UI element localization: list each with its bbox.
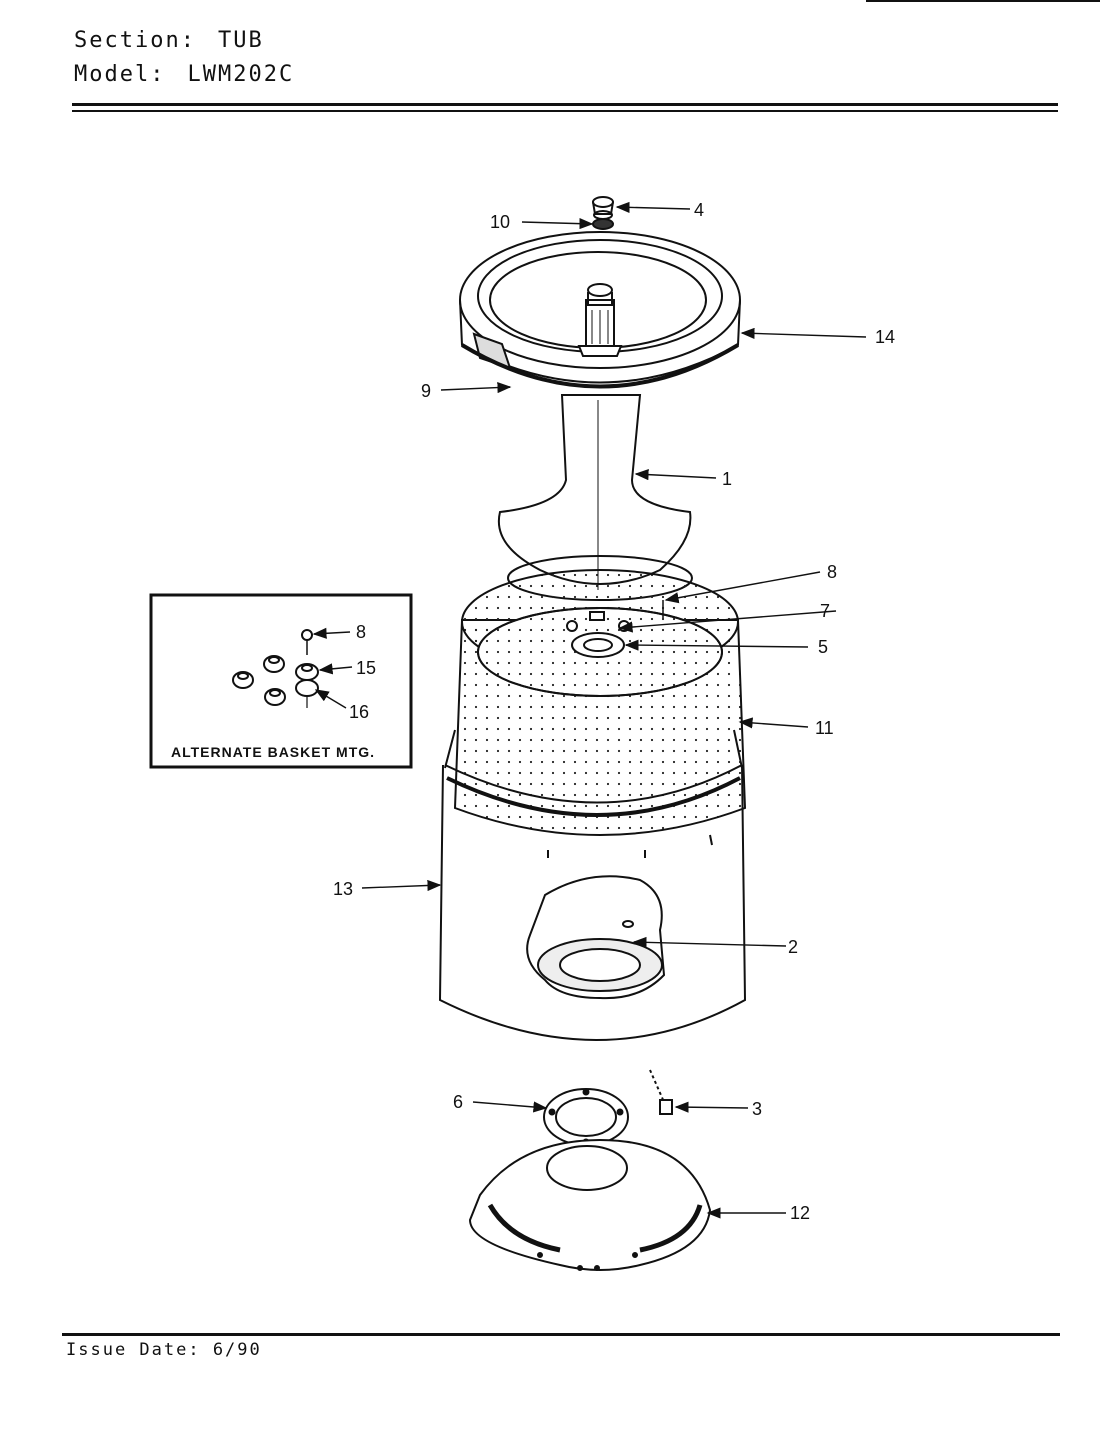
section-label: Section:	[74, 28, 196, 53]
callout-13: 13	[333, 879, 353, 899]
callout-labels: 4 10 14 9 1 8 7 5 11 13 2 6 3 12	[333, 200, 895, 1223]
section-heading: Section: TUB	[74, 28, 264, 53]
alternate-basket-inset: 8 15 16 ALTERNATE BASKET MTG.	[149, 593, 413, 769]
part-4-cap	[592, 196, 614, 220]
inset-callout-15: 15	[356, 658, 376, 678]
callout-1: 1	[722, 469, 732, 489]
inset-callout-8: 8	[356, 622, 366, 642]
callout-9: 9	[421, 381, 431, 401]
footer-rule	[62, 1333, 1060, 1336]
part-12-base	[468, 1138, 712, 1271]
part-2-hub-detail	[526, 875, 666, 1000]
model-value: LWM202C	[187, 62, 295, 87]
callout-2: 2	[788, 937, 798, 957]
model-label: Model:	[74, 62, 166, 87]
header-rule-bottom	[72, 110, 1058, 112]
top-corner-rule	[866, 0, 1100, 2]
issue-date: Issue Date: 6/90	[66, 1340, 262, 1360]
leader-lines	[361, 201, 867, 1219]
part-3-bolt	[649, 1069, 673, 1115]
callout-3: 3	[752, 1099, 762, 1119]
header-rule-top	[72, 103, 1058, 106]
model-heading: Model: LWM202C	[74, 62, 294, 87]
part-10-ring	[592, 218, 614, 230]
callout-10: 10	[490, 212, 510, 232]
callout-14: 14	[875, 327, 895, 347]
callout-7: 7	[820, 601, 830, 621]
inset-callout-16: 16	[349, 702, 369, 722]
callout-12: 12	[790, 1203, 810, 1223]
section-value: TUB	[217, 28, 264, 53]
part-6-gasket	[543, 1088, 629, 1146]
callout-11: 11	[815, 718, 834, 738]
inset-title: ALTERNATE BASKET MTG.	[171, 744, 375, 760]
callout-5: 5	[818, 637, 828, 657]
part-13-outer-tub	[438, 729, 747, 1041]
inset-parts	[232, 629, 319, 708]
callout-6: 6	[453, 1092, 463, 1112]
callout-8: 8	[827, 562, 837, 582]
part-9-gasket	[460, 343, 740, 389]
callout-4: 4	[694, 200, 704, 220]
agitator-post	[577, 283, 623, 357]
